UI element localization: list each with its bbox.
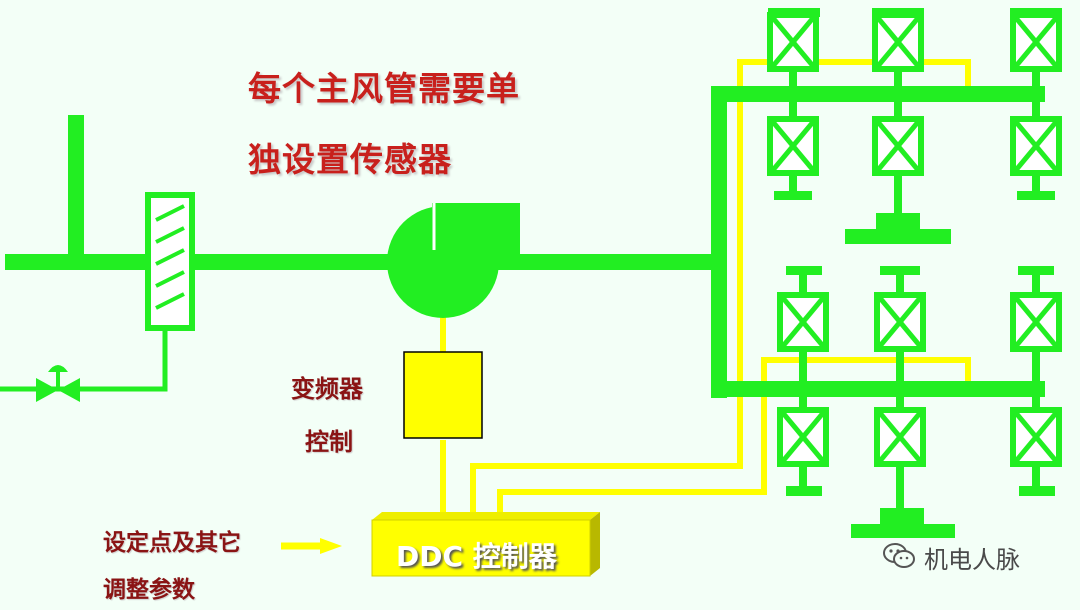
- sensor-wire-lower: [497, 357, 971, 520]
- vfd-label-line-2: 控制: [305, 427, 353, 456]
- vfd-label-line-1: 变频器: [291, 374, 363, 403]
- title-line-2: 独设置传感器: [248, 140, 452, 179]
- supply-fan: [387, 203, 520, 318]
- setpoint-label-line-2: 调整参数: [103, 576, 195, 603]
- setpoint-label-line-1: 设定点及其它: [103, 529, 241, 556]
- signal-wires: [440, 59, 971, 520]
- filter-coil: [145, 192, 195, 331]
- ddc-controller: [371, 512, 600, 577]
- upper-branch-duct: [711, 86, 1045, 102]
- watermark: 机电人脉: [882, 540, 1020, 575]
- vfd-box: [403, 351, 483, 439]
- main-duct: [5, 254, 717, 270]
- lower-branch-duct: [711, 381, 1045, 397]
- setpoint-arrow: [281, 538, 342, 554]
- wechat-icon: [882, 541, 916, 575]
- intake-stub: [68, 115, 84, 265]
- ddc-label: DDC 控制器: [396, 540, 557, 573]
- vav-units: [768, 8, 1062, 538]
- riser-duct: [711, 86, 727, 398]
- control-valve: [36, 365, 80, 402]
- watermark-text: 机电人脉: [924, 546, 1020, 574]
- title-line-1: 每个主风管需要单: [248, 69, 520, 108]
- coil-pipe: [0, 330, 168, 392]
- sensor-wire-upper: [470, 59, 971, 520]
